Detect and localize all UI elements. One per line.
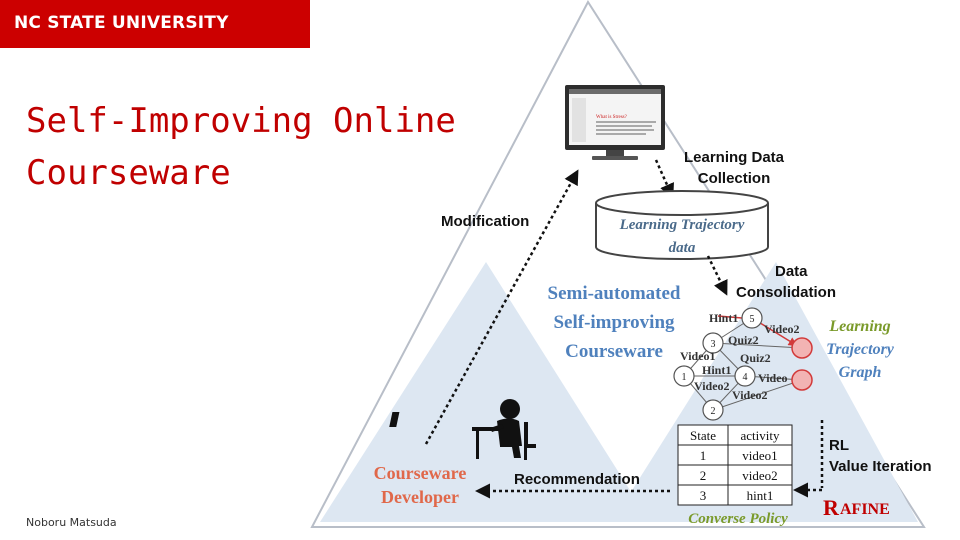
graph-edge-label: Video bbox=[758, 371, 788, 385]
rl-label-line1: RL bbox=[829, 437, 849, 454]
table-header-activity: activity bbox=[741, 428, 780, 443]
policy-table: State activity 1 video1 2 video2 3 hint1 bbox=[677, 424, 793, 506]
rafine-logo-rest: AFINE bbox=[840, 501, 890, 518]
trajectory-data-label-line2: data bbox=[669, 240, 696, 256]
modification-label: Modification bbox=[441, 213, 529, 230]
consolidation-label-line2: Consolidation bbox=[736, 284, 836, 301]
monitor-heading: What is Stress? bbox=[596, 115, 628, 120]
table-cell: video1 bbox=[742, 448, 777, 463]
author-name: Noboru Matsuda bbox=[26, 516, 117, 529]
learning-data-label-line1: Learning Data bbox=[684, 149, 785, 166]
rl-label-line2: Value Iteration bbox=[829, 458, 932, 475]
rafine-logo: R AFINE bbox=[823, 495, 890, 520]
graph-node-2 bbox=[702, 399, 724, 421]
developer-icon bbox=[389, 399, 536, 460]
graph-node-1 bbox=[673, 365, 695, 387]
graph-node-1-label: 1 bbox=[682, 372, 687, 383]
graph-goal-node-upper bbox=[791, 337, 813, 359]
graph-node-4-label: 4 bbox=[743, 372, 748, 383]
graph-edge-label: Hint1 bbox=[709, 311, 738, 325]
graph-label-line3: Graph bbox=[839, 364, 882, 381]
slide-title-line1: Self-Improving Online bbox=[26, 101, 456, 141]
graph-goal-node-lower bbox=[791, 369, 813, 391]
table-cell: hint1 bbox=[747, 488, 774, 503]
consolidation-arrow bbox=[706, 255, 728, 296]
learning-data-label-line2: Collection bbox=[698, 170, 771, 187]
graph-edge-label: Hint1 bbox=[702, 363, 731, 377]
graph-node-2-label: 2 bbox=[711, 406, 716, 417]
center-label-line2: Self-improving bbox=[553, 312, 675, 333]
brand-logo-text: NC STATE UNIVERSITY bbox=[14, 13, 229, 33]
developer-label-line2: Developer bbox=[381, 487, 459, 507]
brand-bar: NC STATE UNIVERSITY bbox=[0, 0, 310, 48]
graph-node-5-label: 5 bbox=[750, 314, 755, 325]
developer-label-line1: Courseware bbox=[374, 463, 467, 483]
trajectory-graph: 1 2 3 4 5 Hint1 Video2 Quiz2 Video1 Quiz… bbox=[673, 307, 813, 421]
table-cell: 3 bbox=[700, 488, 707, 503]
recommendation-label: Recommendation bbox=[514, 471, 640, 488]
center-label-line1: Semi-automated bbox=[548, 283, 681, 304]
modification-arrow bbox=[424, 169, 579, 445]
graph-node-3-label: 3 bbox=[711, 339, 716, 350]
trajectory-data-cylinder bbox=[595, 190, 769, 260]
rafine-logo-initial: R bbox=[823, 495, 840, 520]
center-label-line3: Courseware bbox=[565, 341, 663, 362]
graph-node-4 bbox=[734, 365, 756, 387]
collection-arrow bbox=[654, 159, 674, 199]
consolidation-label-line1: Data bbox=[775, 263, 808, 280]
graph-node-5 bbox=[741, 307, 763, 329]
graph-edge-label: Quiz2 bbox=[728, 333, 759, 347]
table-cell: 1 bbox=[700, 448, 707, 463]
left-mountain bbox=[320, 262, 650, 522]
slide-title: Self-Improving Online Courseware bbox=[26, 95, 456, 199]
table-cell: 2 bbox=[700, 468, 707, 483]
table-header-state: State bbox=[690, 428, 716, 443]
graph-label-line1: Learning bbox=[828, 318, 890, 335]
graph-edge-label: Video2 bbox=[764, 322, 800, 336]
monitor-icon: What is Stress? bbox=[565, 85, 665, 160]
graph-label-line2: Trajectory bbox=[826, 341, 895, 358]
trajectory-data-label-line1: Learning Trajectory bbox=[619, 217, 745, 233]
graph-edge-label: Video2 bbox=[694, 379, 730, 393]
graph-edge-label: Video2 bbox=[732, 388, 768, 402]
graph-edge-label: Video1 bbox=[680, 349, 716, 363]
policy-label: Converse Policy bbox=[688, 511, 788, 527]
slide-title-line2: Courseware bbox=[26, 153, 231, 193]
graph-node-3 bbox=[702, 332, 724, 354]
table-cell: video2 bbox=[742, 468, 777, 483]
graph-edge-label: Quiz2 bbox=[740, 351, 771, 365]
